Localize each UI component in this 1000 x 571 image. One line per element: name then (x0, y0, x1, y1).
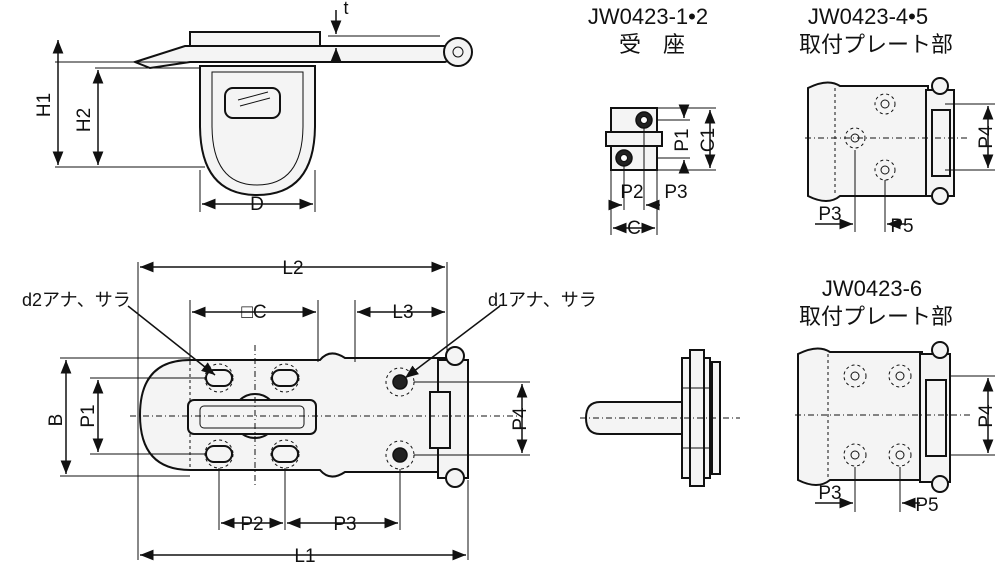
dim-p3-receiver: P3 (664, 182, 687, 203)
dim-p3-main: P3 (333, 514, 356, 535)
title-jw0423-4-5: JW0423-4•5 (808, 4, 928, 29)
dim-l3: L3 (392, 302, 413, 323)
dim-p1-receiver: P1 (672, 128, 693, 151)
dim-b: B (46, 414, 67, 427)
dim-d: D (250, 194, 264, 215)
dim-h2: H2 (74, 108, 95, 132)
dim-p5-plate-6: P5 (915, 495, 938, 516)
front-view-main: L2 □C L3 P2 P3 L1 B P1 P4 d2アナ、サラ d1アナ、サ… (22, 258, 597, 567)
side-view-bottom (580, 349, 740, 487)
dim-p3-plate-6: P3 (818, 483, 841, 504)
title-jw0423-6: JW0423-6 (822, 276, 922, 301)
mounting-plate-6: JW0423-6 取付プレート部 P4 P3 P5 (795, 276, 997, 516)
dim-p4-main: P4 (510, 407, 531, 431)
dim-p4-plate-6: P4 (976, 404, 997, 428)
dim-l1: L1 (294, 546, 315, 567)
dim-p5-plate-4-5: P5 (890, 216, 913, 237)
receiver-view: JW0423-1•2 受 座 P1 C1 P2 P3 C (588, 4, 719, 239)
dim-p1-main: P1 (78, 404, 99, 427)
plate-6-holes (843, 364, 912, 467)
label-d2-hole: d2アナ、サラ (22, 290, 131, 310)
mounting-plate-4-5: JW0423-4•5 取付プレート部 P4 P3 P5 (799, 4, 997, 237)
dim-p4-plate-4-5: P4 (976, 125, 997, 149)
dim-c1: C1 (698, 128, 719, 152)
title-plate-4-5: 取付プレート部 (799, 32, 953, 57)
side-view-top: H1 H2 D t (34, 0, 473, 215)
dim-square-c: □C (241, 302, 266, 323)
countersunk-holes (385, 367, 415, 470)
dim-t: t (343, 0, 348, 18)
label-d1-hole: d1アナ、サラ (488, 290, 597, 310)
dim-p2-receiver: P2 (620, 182, 643, 203)
dim-c-receiver: C (627, 218, 641, 239)
slot-holes (204, 363, 300, 469)
dim-h1: H1 (34, 93, 55, 117)
title-plate-6: 取付プレート部 (799, 304, 953, 329)
title-receiver: 受 座 (619, 32, 685, 57)
dim-p3-plate-4-5: P3 (818, 204, 841, 225)
dim-l2: L2 (282, 258, 303, 279)
title-jw0423-1-2: JW0423-1•2 (588, 4, 708, 29)
dim-p2-main: P2 (240, 514, 263, 535)
